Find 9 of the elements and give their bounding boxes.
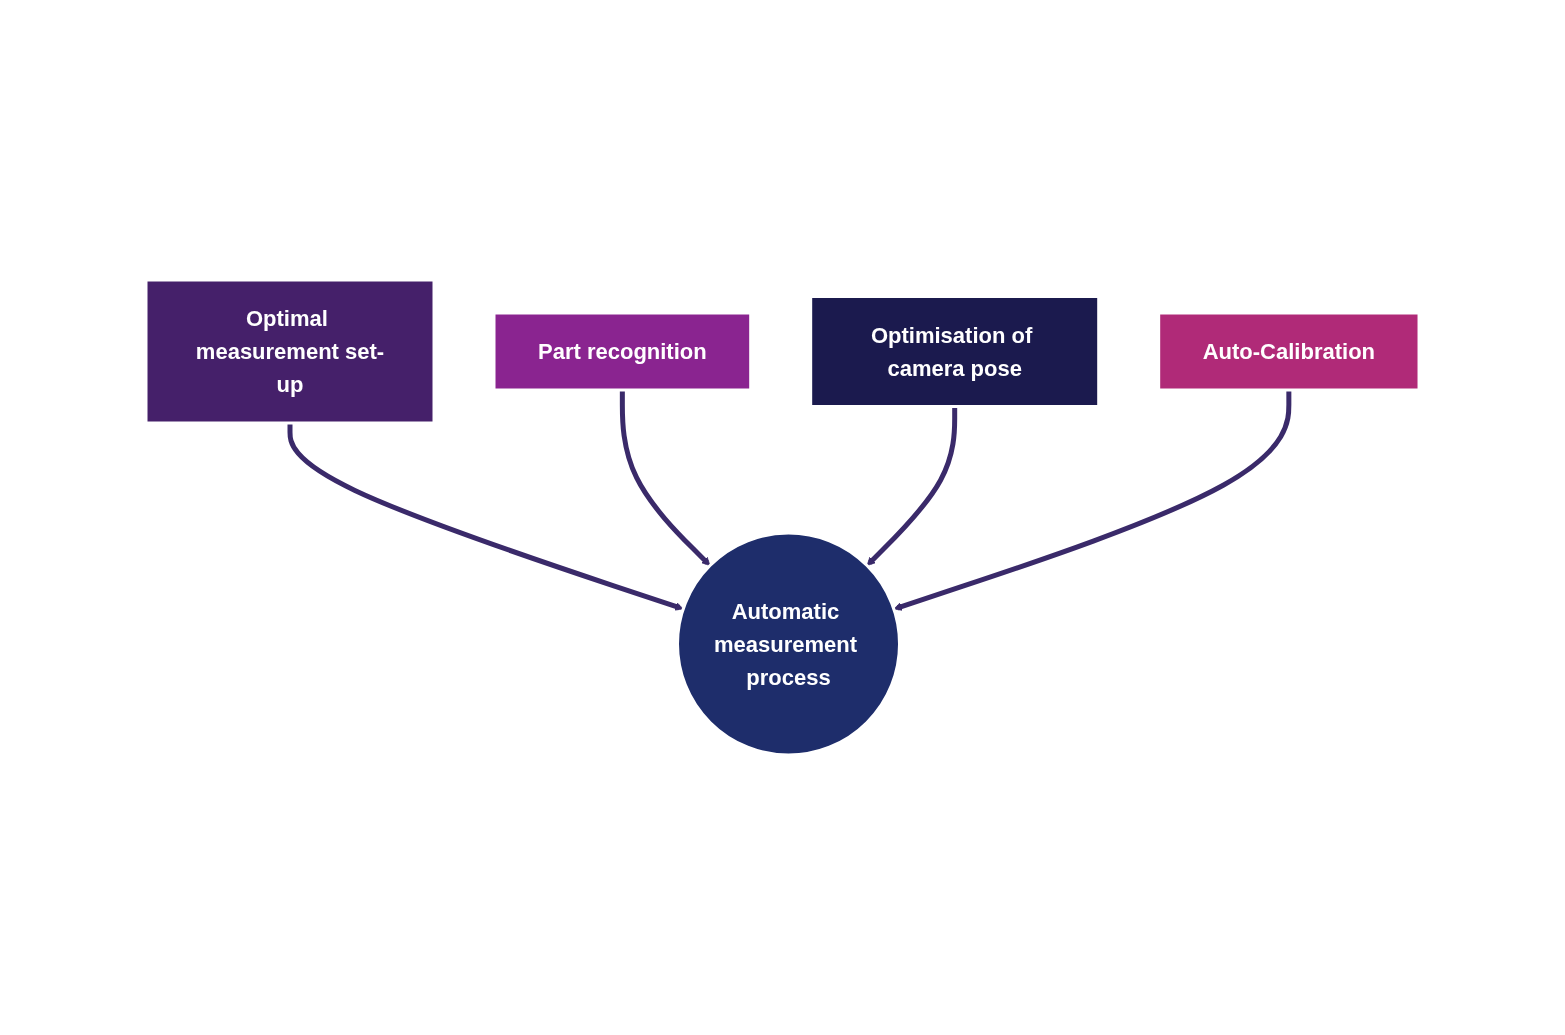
arrow bbox=[893, 390, 1292, 611]
node-box: Part recognition bbox=[492, 311, 753, 392]
arrow bbox=[287, 423, 684, 611]
arrow bbox=[619, 390, 711, 566]
node-circle: Automatic measurement process bbox=[676, 531, 901, 757]
node-box: Optimal measurement set-up bbox=[144, 278, 436, 425]
node-box: Auto-Calibration bbox=[1157, 311, 1421, 392]
arrow bbox=[866, 406, 958, 566]
node-box: Optimisation of camera pose bbox=[809, 295, 1101, 408]
